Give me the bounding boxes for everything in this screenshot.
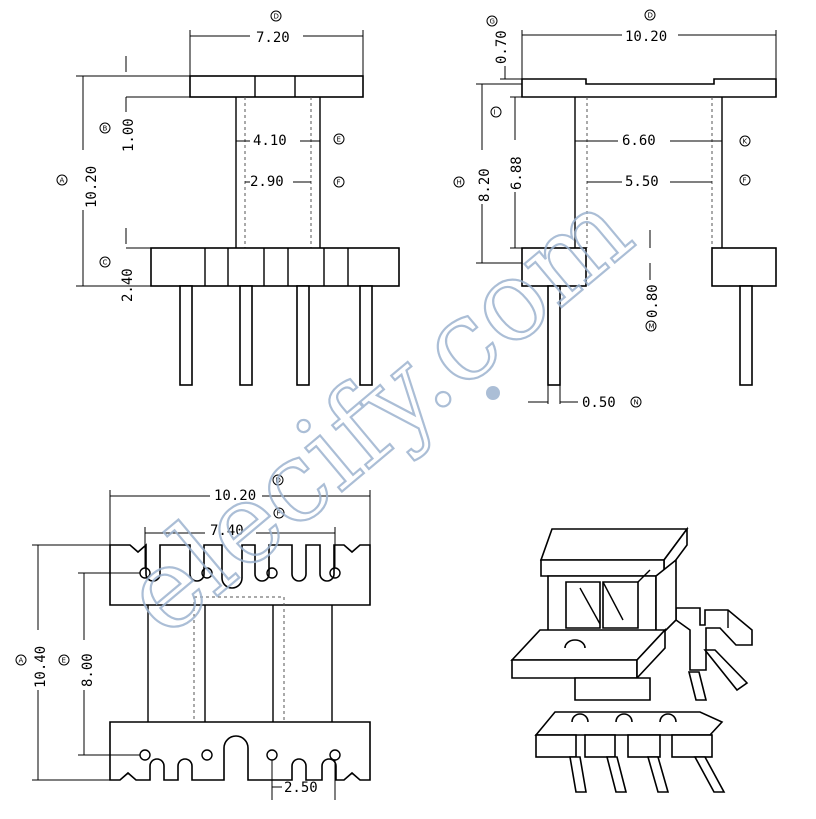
dim-inner-outer: 6.60: [622, 133, 656, 149]
dim-pin-span: 7.40: [210, 523, 244, 539]
dim-side-height: 8.20: [477, 168, 493, 202]
pin: [359, 285, 373, 386]
dim-pin: 0.50: [582, 395, 616, 411]
pin: [547, 285, 561, 386]
dim-core-inner: 2.90: [250, 174, 284, 190]
bottom-block-right: [711, 247, 777, 287]
bottom-view: 10.20 D 7.40 F 10.40 A 8.00 E 2.50: [15, 474, 371, 800]
top-flange: [521, 78, 777, 98]
bottom-flange: [150, 247, 400, 287]
pin: [179, 285, 193, 386]
dim-bottom-flange: 2.40: [120, 268, 136, 302]
marker-m: M: [649, 323, 655, 331]
marker-g: G: [490, 18, 495, 26]
marker-b: B: [103, 125, 108, 133]
marker-d3: D: [276, 477, 281, 485]
bottom-block-left: [521, 247, 587, 287]
marker-f: F: [337, 179, 341, 187]
dim-core-outer: 4.10: [253, 133, 287, 149]
marker-d2: D: [648, 12, 653, 20]
pin: [739, 285, 753, 386]
marker-k: K: [743, 138, 748, 146]
marker-h: H: [457, 179, 462, 187]
bottom-rail: [109, 721, 371, 781]
dim-height: 10.20: [84, 166, 100, 208]
pin: [239, 285, 253, 386]
pin: [296, 285, 310, 386]
marker-n: N: [634, 399, 639, 407]
marker-e: E: [337, 136, 341, 144]
dim-bottom-inner: 8.00: [80, 653, 96, 687]
marker-a2: A: [19, 657, 24, 665]
top-flange: [189, 75, 364, 98]
marker-d: D: [274, 13, 279, 21]
top-rail: [109, 543, 371, 606]
dim-inner-inner: 5.50: [625, 174, 659, 190]
marker-f2: F: [743, 177, 747, 185]
isometric-view: [510, 526, 753, 793]
dim-inner-height: 6.88: [509, 156, 525, 190]
front-view: 7.20 D 10.20 A 1.00 B 4.10 E 2.90 F 2.40: [56, 10, 400, 386]
dim-flange: 1.00: [121, 118, 137, 152]
dim-bottom-width: 10.20: [214, 488, 256, 504]
marker-a: A: [60, 177, 65, 185]
dim-bottom-height: 10.40: [33, 646, 49, 688]
dim-pitch: 2.50: [284, 780, 318, 796]
side-view: 10.20 D 0.70 G 8.20 H 6.88 I 6.60 K: [453, 9, 777, 411]
dim-gap: 0.80: [645, 284, 661, 318]
marker-i: I: [494, 109, 496, 117]
dim-step: 0.70: [494, 30, 510, 64]
dim-top-width: 7.20: [256, 30, 290, 46]
marker-f3: F: [277, 510, 281, 518]
dim-side-width: 10.20: [625, 29, 667, 45]
marker-c: C: [103, 259, 108, 267]
marker-e2: E: [62, 657, 66, 665]
